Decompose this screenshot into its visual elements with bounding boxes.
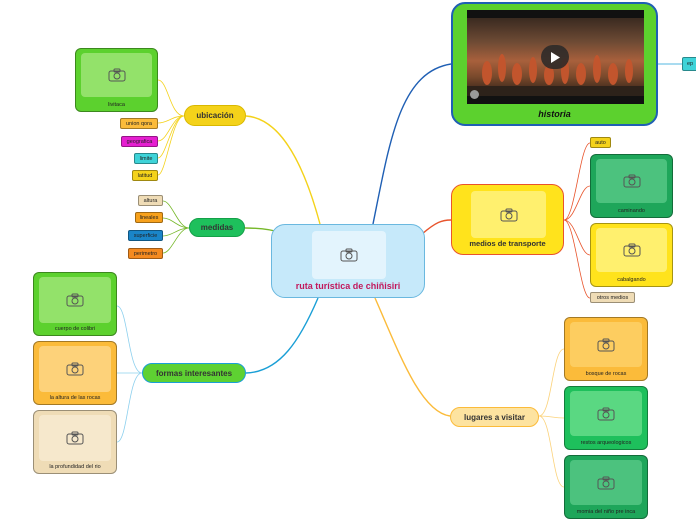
- image-placeholder: [39, 346, 111, 392]
- camera-icon: [66, 431, 84, 445]
- card-bosque-de-rocas[interactable]: bosque de rocas: [564, 317, 648, 381]
- tag-perimetro[interactable]: perimetro: [128, 248, 163, 259]
- card-caminando[interactable]: caminando: [590, 154, 673, 218]
- video-thumbnail[interactable]: [467, 10, 644, 104]
- topic-lugares-label: lugares a visitar: [464, 412, 525, 422]
- card-caption: caminando: [618, 208, 645, 214]
- topic-historia-label: historia: [538, 109, 571, 119]
- camera-icon: [340, 248, 358, 262]
- card-caption: livitaca: [108, 102, 125, 108]
- card-momia-del-nino[interactable]: momia del niño pre inca: [564, 455, 648, 519]
- tag-otros-medios[interactable]: otros medios: [590, 292, 635, 303]
- image-placeholder: [312, 231, 386, 279]
- channel-logo: [470, 90, 479, 99]
- tag-union-qora[interactable]: union qora: [120, 118, 158, 129]
- tag-ep[interactable]: ep: [682, 57, 696, 71]
- play-button[interactable]: [541, 45, 569, 69]
- card-caption: bosque de rocas: [585, 371, 627, 377]
- topic-medios-label: medios de transporte: [469, 239, 546, 248]
- image-placeholder: [471, 191, 546, 238]
- central-topic-title: ruta turística de chiñisiri: [295, 281, 401, 291]
- card-caption: momia del niño pre inca: [576, 509, 636, 515]
- camera-icon: [597, 338, 615, 351]
- tag-limite[interactable]: limite: [134, 153, 158, 164]
- card-profundidad-del-rio[interactable]: la profundidad del rio: [33, 410, 117, 474]
- rock-figures-image: [467, 54, 644, 96]
- image-placeholder: [570, 391, 642, 436]
- card-caption: restos arqueologicos: [580, 440, 632, 446]
- image-placeholder: [596, 228, 667, 272]
- camera-icon: [500, 208, 517, 221]
- card-cabalgando[interactable]: cabalgando: [590, 223, 673, 287]
- card-livitaca[interactable]: livitaca: [75, 48, 158, 112]
- camera-icon: [597, 407, 615, 420]
- topic-medios-de-transporte[interactable]: medios de transporte: [451, 184, 564, 255]
- card-caption: cuerpo de colibri: [54, 326, 96, 332]
- play-icon: [551, 51, 560, 63]
- tag-superficie[interactable]: superficie: [128, 230, 163, 241]
- camera-icon: [66, 293, 84, 307]
- image-placeholder: [39, 277, 111, 323]
- topic-medidas[interactable]: medidas: [189, 218, 245, 237]
- tag-lineales[interactable]: lineales: [135, 212, 163, 223]
- card-cuerpo-de-colibri[interactable]: cuerpo de colibri: [33, 272, 117, 336]
- tag-geografica[interactable]: geografica: [121, 136, 158, 147]
- topic-historia[interactable]: historia: [451, 2, 658, 126]
- topic-ubicacion-label: ubicación: [196, 111, 234, 120]
- tag-latitud[interactable]: latitud: [132, 170, 158, 181]
- image-placeholder: [39, 415, 111, 461]
- central-topic[interactable]: ruta turística de chiñisiri: [271, 224, 425, 298]
- image-placeholder: [570, 460, 642, 505]
- camera-icon: [66, 362, 84, 376]
- topic-medidas-label: medidas: [200, 223, 234, 232]
- image-placeholder: [596, 159, 667, 203]
- camera-icon: [623, 174, 640, 188]
- camera-icon: [623, 243, 640, 257]
- tag-auto[interactable]: auto: [590, 137, 611, 148]
- topic-ubicacion[interactable]: ubicación: [184, 105, 246, 126]
- camera-icon: [597, 476, 615, 489]
- card-caption: la altura de las rocas: [49, 395, 101, 401]
- image-placeholder: [81, 53, 152, 97]
- topic-formas-label: formas interesantes: [155, 368, 233, 378]
- card-caption: cabalgando: [617, 277, 646, 283]
- image-placeholder: [570, 322, 642, 367]
- card-restos-arqueologicos[interactable]: restos arqueologicos: [564, 386, 648, 450]
- camera-icon: [108, 68, 125, 82]
- card-altura-de-las-rocas[interactable]: la altura de las rocas: [33, 341, 117, 405]
- topic-lugares-a-visitar[interactable]: lugares a visitar: [450, 407, 539, 427]
- topic-formas-interesantes[interactable]: formas interesantes: [142, 363, 246, 383]
- card-caption: la profundidad del rio: [49, 464, 101, 470]
- tag-altura[interactable]: altura: [138, 195, 163, 206]
